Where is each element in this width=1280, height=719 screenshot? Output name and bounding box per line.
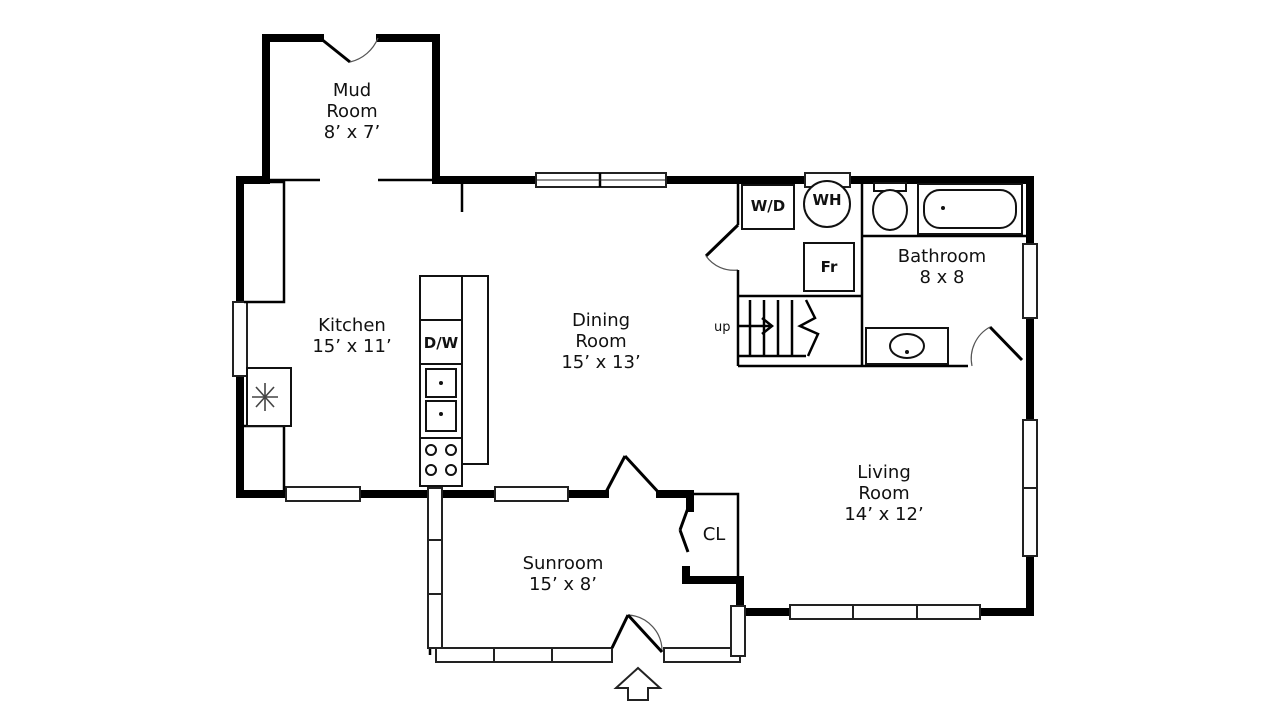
doors	[319, 36, 1024, 654]
bathroom-fixtures	[865, 182, 1023, 365]
living-room-size: 14’ x 12’	[844, 504, 923, 525]
mud-room-name-1: Mud	[333, 80, 371, 101]
dishwasher-label: D/W	[424, 334, 459, 352]
sunroom-name: Sunroom	[523, 553, 604, 574]
living-room-name-1: Living	[857, 462, 911, 483]
water-heater-label: WH	[812, 191, 841, 209]
stairs-up-label: up	[714, 320, 731, 335]
windows	[232, 172, 1038, 663]
furnace-label: Fr	[821, 258, 838, 276]
sunroom-size: 15’ x 8’	[529, 574, 597, 595]
kitchen-size: 15’ x 11’	[312, 336, 391, 357]
water-heater	[803, 180, 851, 228]
closet-label: CL	[703, 524, 726, 545]
dining-room-name-2: Room	[575, 331, 626, 352]
kitchen-fixtures: D/W	[242, 180, 489, 492]
washer-dryer-label: W/D	[751, 197, 785, 215]
interior-partitions	[736, 180, 1026, 368]
entry-arrow-icon	[613, 666, 663, 701]
kitchen-name: Kitchen	[318, 315, 386, 336]
exterior-walls	[236, 34, 1034, 616]
bathroom-size: 8 x 8	[920, 267, 965, 288]
living-room-name-2: Room	[858, 483, 909, 504]
washer-dryer	[741, 184, 795, 230]
mud-room-name-2: Room	[326, 101, 377, 122]
dining-room-size: 15’ x 13’	[561, 352, 640, 373]
stairs: up	[714, 299, 820, 358]
mud-room-size: 8’ x 7’	[324, 122, 380, 143]
bathroom-name: Bathroom	[898, 246, 986, 267]
dining-room-name-1: Dining	[572, 310, 630, 331]
furnace	[803, 242, 855, 292]
